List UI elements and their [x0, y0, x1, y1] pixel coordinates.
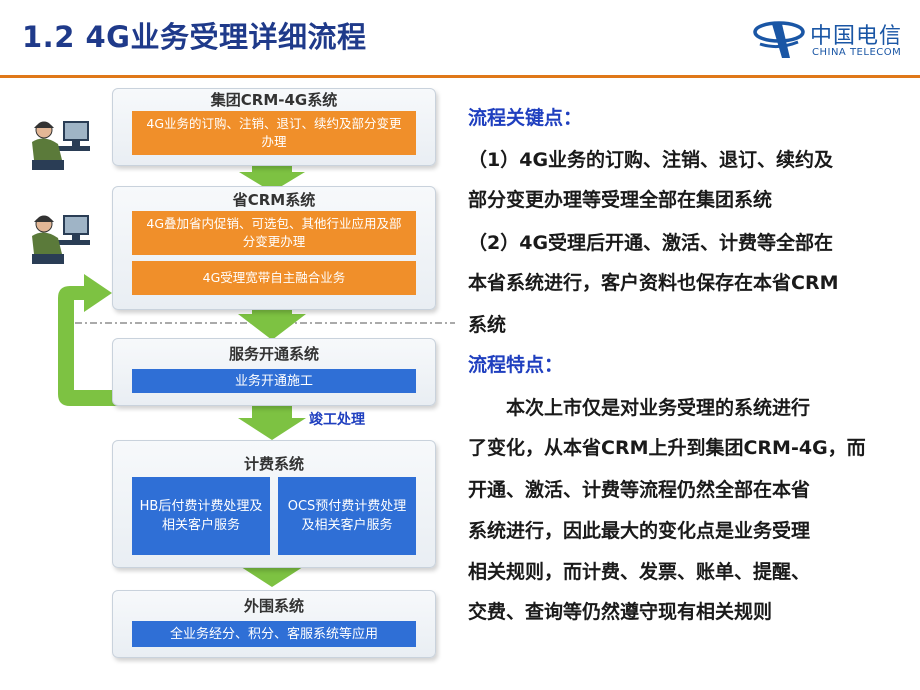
province-crm-promo-box: 4G叠加省内促销、可选包、其他行业应用及部分变更办理 [132, 211, 416, 255]
key-point-2-line1: （2）4G受理后开通、激活、计费等全部在 [468, 232, 834, 254]
features-line3: 开通、激活、计费等流程仍然全部在本省 [468, 479, 811, 501]
features-line4: 系统进行，因此最大的变化点是业务受理 [468, 520, 811, 542]
billing-panel: 计费系统 HB后付费计费处理及相关客户服务 OCS预付费计费处理及相关客户服务 [112, 440, 436, 568]
features-heading: 流程特点： [468, 354, 564, 376]
features-line1: 本次上市仅是对业务受理的系统进行 [468, 397, 811, 419]
billing-title: 计费系统 [243, 455, 304, 473]
features-line5: 相关规则，而计费、发票、账单、提醒、 [468, 561, 811, 583]
china-telecom-logo: 中国电信 CHINA TELECOM [752, 14, 912, 68]
logo-chinese-text: 中国电信 [810, 24, 903, 49]
down-arrow-3 [238, 402, 306, 440]
key-point-2-line2: 本省系统进行，客户资料也保存在本省CRM [468, 272, 839, 294]
completion-label: 竣工处理 [309, 412, 365, 428]
peripheral-panel: 外围系统 全业务经分、积分、客服系统等应用 [112, 590, 436, 658]
province-crm-panel: 省CRM系统 4G叠加省内促销、可选包、其他行业应用及部分变更办理 4G受理宽带… [112, 186, 436, 310]
features-line2: 了变化，从本省CRM上升到集团CRM-4G，而 [468, 437, 866, 459]
billing-hb-box: HB后付费计费处理及相关客户服务 [132, 477, 270, 555]
group-crm-panel: 集团CRM-4G系统 4G业务的订购、注销、退订、续约及部分变更办理 [112, 88, 436, 166]
logo-english-text: CHINA TELECOM [812, 47, 902, 58]
provisioning-title: 服务开通系统 [228, 345, 319, 363]
page-title: 1.2 4G业务受理详细流程 [22, 20, 367, 54]
peripheral-title: 外围系统 [243, 597, 304, 615]
group-crm-task-box: 4G业务的订购、注销、退订、续约及部分变更办理 [132, 111, 416, 155]
key-points-heading: 流程关键点： [468, 107, 583, 129]
down-arrow-1 [239, 162, 305, 192]
province-crm-title: 省CRM系统 [232, 191, 316, 209]
group-crm-title: 集团CRM-4G系统 [210, 91, 338, 109]
down-arrow-2 [238, 302, 306, 340]
telecom-emblem-icon [753, 21, 805, 58]
key-point-1-line1: （1）4G业务的订购、注销、退订、续约及 [468, 149, 834, 171]
operator-at-computer-icon [32, 215, 90, 264]
operator-at-computer-icon [32, 121, 90, 170]
provisioning-panel: 服务开通系统 业务开通施工 [112, 338, 436, 406]
billing-ocs-box: OCS预付费计费处理及相关客户服务 [278, 477, 416, 555]
key-point-2-line3: 系统 [468, 314, 507, 336]
title-divider [0, 75, 920, 78]
provisioning-task-box: 业务开通施工 [132, 369, 416, 393]
key-point-1-line2: 部分变更办理等受理全部在集团系统 [468, 189, 773, 211]
province-crm-broadband-box: 4G受理宽带自主融合业务 [132, 261, 416, 295]
peripheral-task-box: 全业务经分、积分、客服系统等应用 [132, 621, 416, 647]
features-line6: 交费、查询等仍然遵守现有相关规则 [468, 601, 773, 623]
